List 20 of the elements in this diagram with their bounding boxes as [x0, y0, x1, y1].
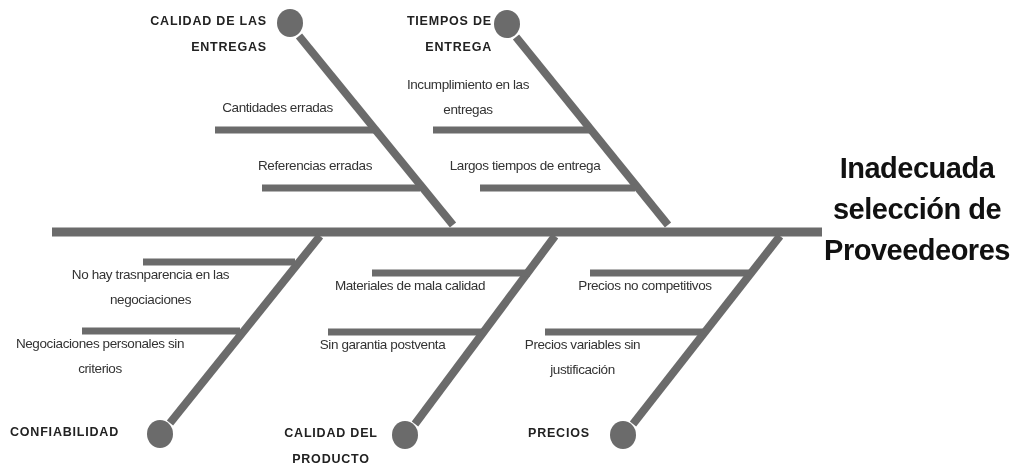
- cause-label: Cantidades erradas: [180, 95, 375, 130]
- cause-label: Sin garantia postventa: [280, 332, 485, 368]
- cause-label: Incumplimiento en las entregas: [393, 72, 543, 130]
- category-label: CONFIABILIDAD: [10, 424, 120, 441]
- cause-label: Negociaciones personales sin criterios: [15, 331, 185, 389]
- bone-line: [411, 233, 559, 427]
- category-label: TIEMPOS DE ENTREGA: [405, 13, 492, 56]
- category-label: PRECIOS: [528, 425, 591, 442]
- bone-line: [512, 34, 672, 228]
- cause-label: Materiales de mala calidad: [290, 273, 530, 309]
- category-label: CALIDAD DE LAS ENTREGAS: [149, 13, 267, 56]
- cause-label: No hay trasnparencia en las negociaciones: [68, 262, 233, 316]
- bone-line: [295, 33, 457, 228]
- effect-label: Inadecuada selección de Proveedeores: [822, 148, 1012, 274]
- cause-label: Precios no competitivos: [540, 273, 750, 309]
- bone-line: [166, 233, 324, 426]
- category-label: CALIDAD DEL PRODUCTO: [283, 425, 379, 466]
- spine-line: [52, 227, 822, 237]
- bone-line: [629, 233, 784, 427]
- cause-label: Precios variables sin justificación: [520, 332, 645, 386]
